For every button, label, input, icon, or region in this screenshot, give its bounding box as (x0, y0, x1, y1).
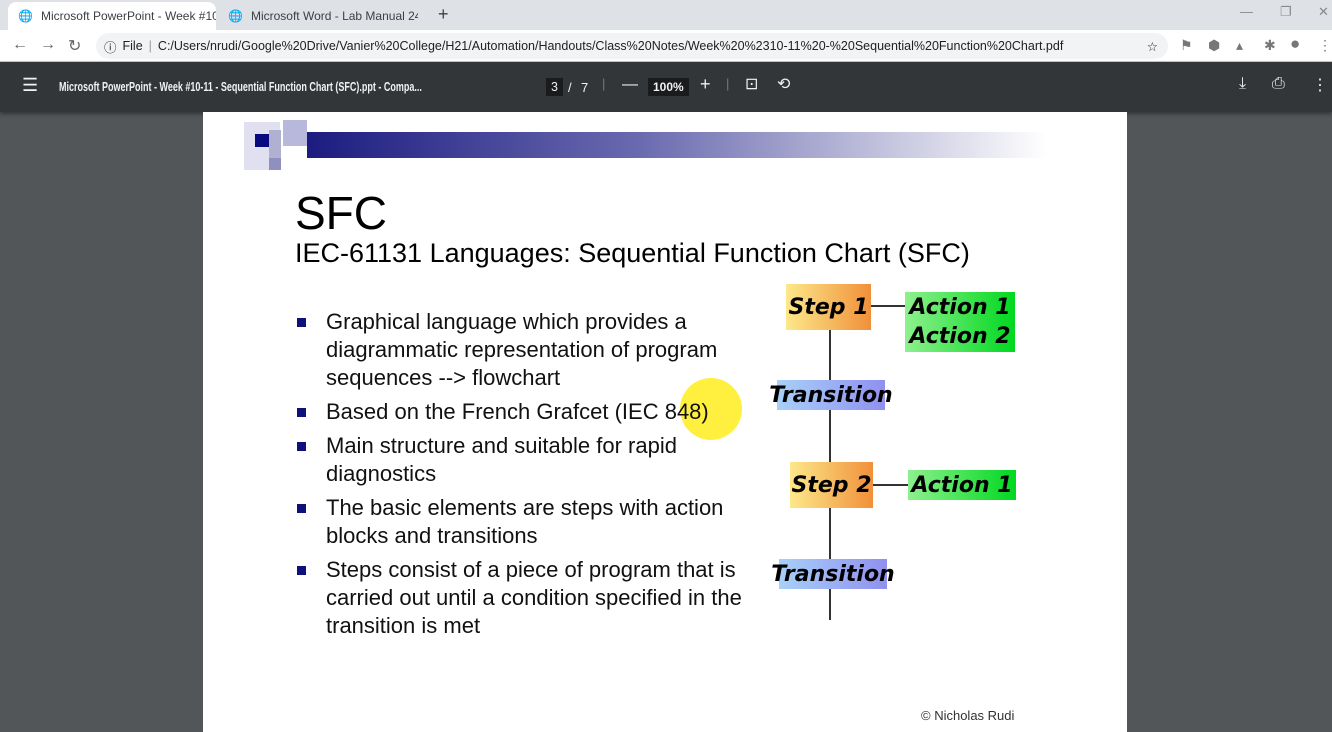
zoom-input[interactable]: 100% (648, 78, 689, 96)
menu-kebab-icon[interactable]: ⋮ (1318, 37, 1332, 53)
page-number-input[interactable]: 3 (546, 78, 563, 96)
decor-square (269, 130, 281, 158)
action-label: Action 2 (909, 324, 1011, 349)
bullet-item: The basic elements are steps with action… (295, 494, 765, 550)
bullet-list: Graphical language which provides a diag… (295, 308, 765, 646)
close-window-button[interactable]: ✕ (1318, 4, 1329, 19)
decor-square (255, 134, 269, 147)
url-scheme: File (122, 39, 143, 53)
page-total: 7 (581, 80, 589, 95)
globe-icon: 🌐 (228, 9, 243, 23)
tab-label: Microsoft Word - Lab Manual 24 (250, 9, 418, 23)
zoom-in-button[interactable]: + (700, 74, 711, 94)
decor-square (269, 158, 281, 170)
tab-label: Microsoft PowerPoint - Week #10 (40, 9, 216, 23)
decor-square (283, 120, 307, 146)
globe-icon: 🌐 (18, 9, 33, 23)
download-icon[interactable]: ⤓ (1239, 75, 1247, 92)
slide-heading: SFC (295, 187, 387, 239)
bullet-item: Based on the French Grafcet (IEC 848) (295, 398, 765, 426)
action-label: Action 1 (909, 295, 1011, 320)
puzzle-icon[interactable]: ✱ (1264, 37, 1276, 53)
extension-flag-icon[interactable]: ⚑ (1180, 37, 1193, 53)
zoom-out-button[interactable]: — (622, 76, 638, 93)
sfc-step-1: Step 1 (786, 284, 871, 330)
page-separator: / (568, 80, 572, 95)
restore-button[interactable]: ❐ (1280, 4, 1292, 19)
print-icon[interactable]: ⎙ (1272, 75, 1285, 92)
new-tab-button[interactable]: + (438, 4, 449, 24)
pdf-page: SFC IEC-61131 Languages: Sequential Func… (203, 112, 1127, 732)
pdf-toolbar: ☰ Microsoft PowerPoint - Week #10-11 - S… (0, 62, 1332, 112)
bullet-item: Graphical language which provides a diag… (295, 308, 765, 392)
copyright-text: © Nicholas Rudi (921, 708, 1015, 723)
connector-line (872, 484, 908, 486)
sfc-step-2: Step 2 (790, 462, 873, 508)
tab-strip: 🌐 Microsoft PowerPoint - Week #10 ✕ 🌐 Micro… (0, 0, 1332, 30)
bullet-item: Main structure and suitable for rapid di… (295, 432, 765, 488)
extension-flask-icon[interactable]: ▴ (1236, 37, 1244, 53)
document-title: Microsoft PowerPoint - Week #10-11 - Seq… (59, 80, 422, 94)
sfc-step2-action: Action 1 (908, 470, 1016, 500)
extension-shield-icon[interactable]: ⬢ (1208, 37, 1221, 53)
hamburger-menu-icon[interactable]: ☰ (22, 75, 39, 95)
tab-word[interactable]: 🌐Microsoft Word - Lab Manual 24✕ (218, 2, 418, 30)
tab-powerpoint[interactable]: 🌐Microsoft PowerPoint - Week #10✕ (8, 2, 216, 30)
divider: | (726, 76, 730, 91)
reload-icon[interactable]: ↻ (68, 38, 82, 55)
bullet-item: Steps consist of a piece of program that… (295, 556, 765, 640)
title-band (307, 132, 1047, 158)
forward-icon[interactable]: → (40, 36, 56, 53)
divider: | (602, 76, 606, 91)
slide-subheading: IEC-61131 Languages: Sequential Function… (295, 238, 970, 268)
minimize-button[interactable]: — (1240, 4, 1253, 19)
fit-page-icon[interactable]: ⊡ (745, 76, 759, 93)
info-icon: ⓘ (104, 40, 117, 55)
sfc-step1-actions: Action 1 Action 2 (905, 292, 1015, 352)
profile-icon[interactable]: ● (1290, 34, 1301, 53)
sfc-transition-2: Transition (771, 559, 895, 589)
url-text: C:/Users/nrudi/Google%20Drive/Vanier%20C… (157, 39, 1064, 53)
cursor-highlight (680, 378, 742, 440)
rotate-icon[interactable]: ⟲ (777, 76, 791, 93)
connector-line (870, 305, 906, 307)
back-icon[interactable]: ← (12, 36, 28, 53)
sfc-transition-1: Transition (769, 380, 893, 410)
star-icon[interactable]: ☆ (1146, 39, 1158, 54)
more-options-icon[interactable]: ⋮ (1312, 77, 1328, 94)
